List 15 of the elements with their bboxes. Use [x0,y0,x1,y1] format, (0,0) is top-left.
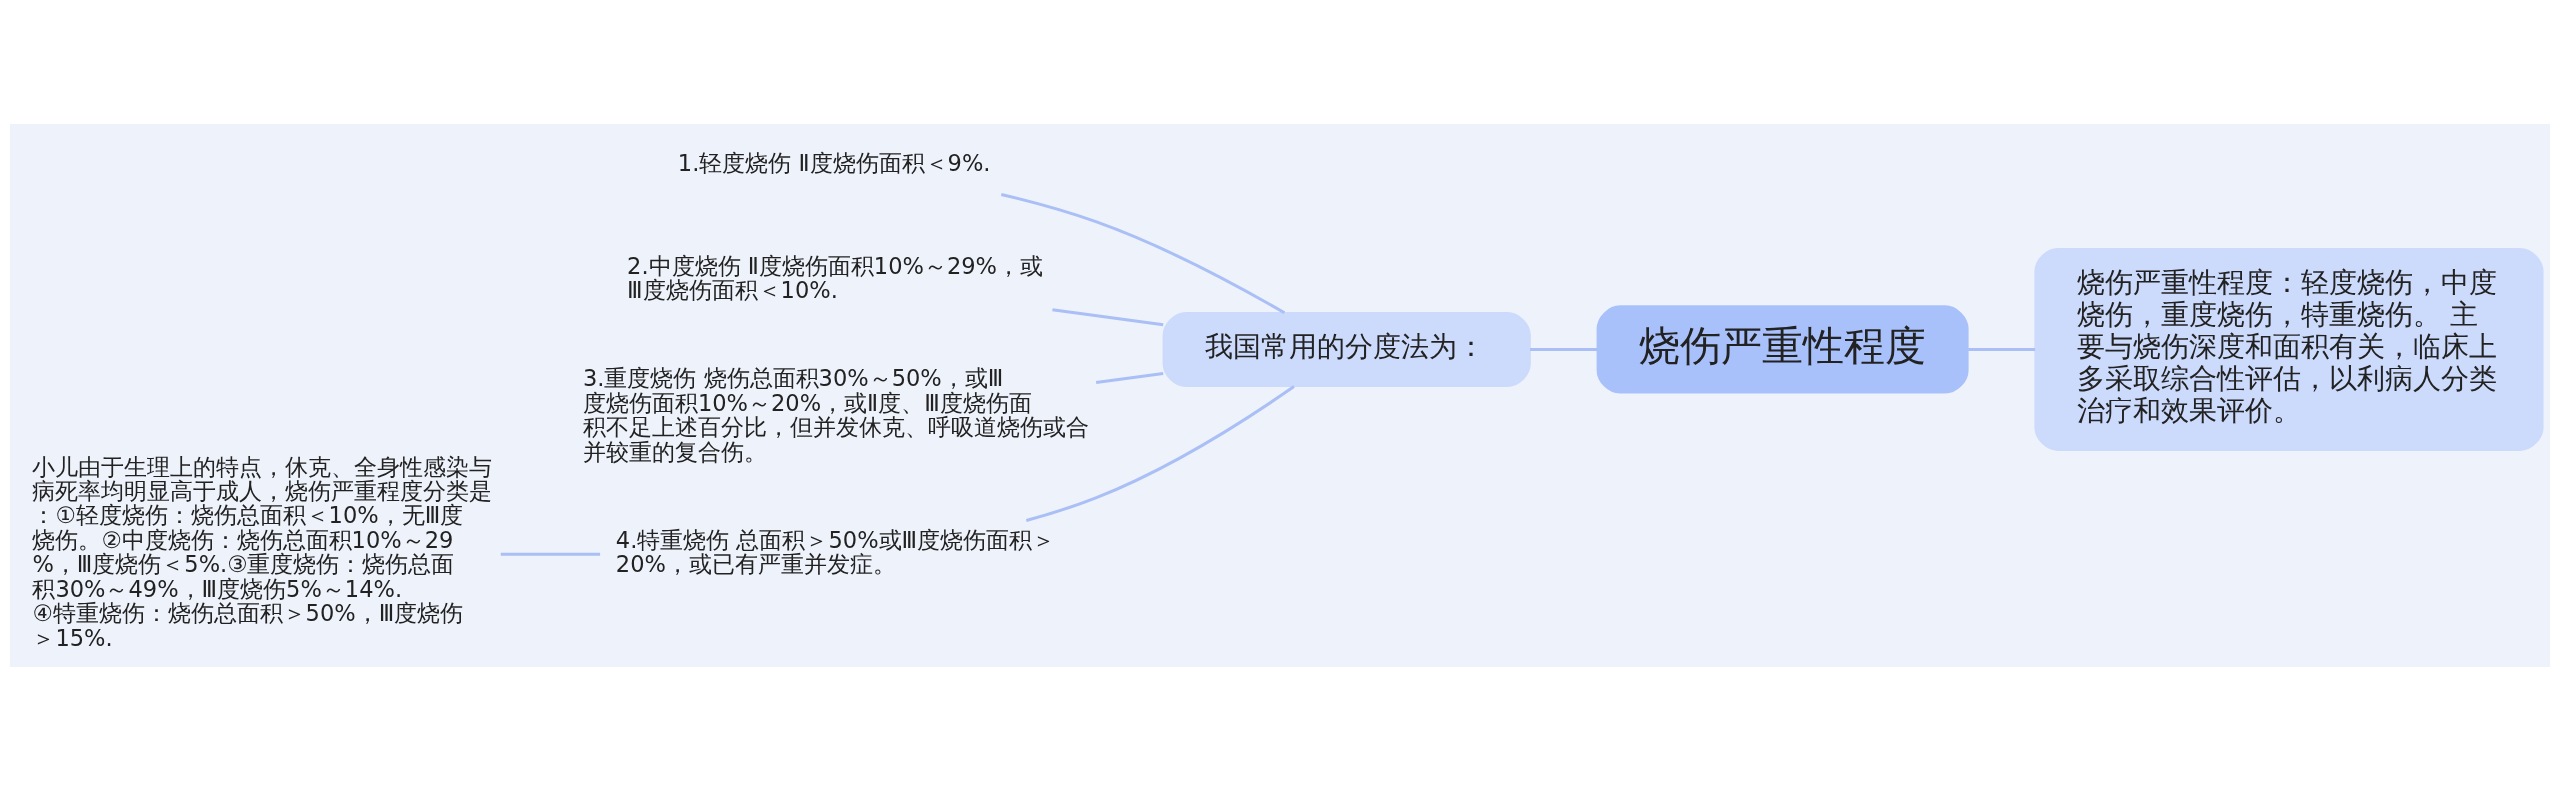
node-text: 4.特重烧伤 总面积＞50%或Ⅲ度烧伤面积＞20%，或已有严重并发症。 [615,526,1056,578]
node-box: 烧伤严重性程度：轻度烧伤，中度烧伤，重度烧伤，特重烧伤。 主要与烧伤深度和面积有关，临床上多采取综合性评估，以利病人分类治疗和效果评价。 [2034,248,2544,451]
node-text: 2.中度烧伤 Ⅱ度烧伤面积10%～29%，或Ⅲ度烧伤面积＜10%. [627,252,1044,303]
node-text: 1.轻度烧伤 Ⅱ度烧伤面积＜9%. [677,150,991,177]
node-text: 3.重度烧伤 烧伤总面积30%～50%，或Ⅲ度烧伤面积10%～20%，或Ⅱ度、Ⅲ度烧伤面积不足上述百分比，但并发休克、呼吸道烧伤或合并较重的复合伤。 [582,365,1089,465]
connector [1000,193,1286,315]
connector [1052,308,1164,327]
node-text: 小儿由于生理上的特点，休克、全身性感染与病死率均明显高于成人，烧伤严重程度分类是：①轻度烧伤：烧伤总面积＜10%，无Ⅲ度烧伤。②中度烧伤：烧伤总面积10%～29%，Ⅲ度烧伤＜5%.③重度烧伤：烧伤总面积30%～49%，Ⅲ度烧伤5%～14%.④特重烧伤：烧伤总面积＞50%，Ⅲ度烧伤＞15%. [32,453,493,651]
connector [1968,347,2036,351]
connector [1025,385,1295,522]
node-box: 我国常用的分度法为： [1162,311,1531,388]
connector [1095,372,1164,384]
node-box: 烧伤严重性程度 [1596,305,1969,394]
connector [500,552,601,556]
connector [1530,347,1598,351]
